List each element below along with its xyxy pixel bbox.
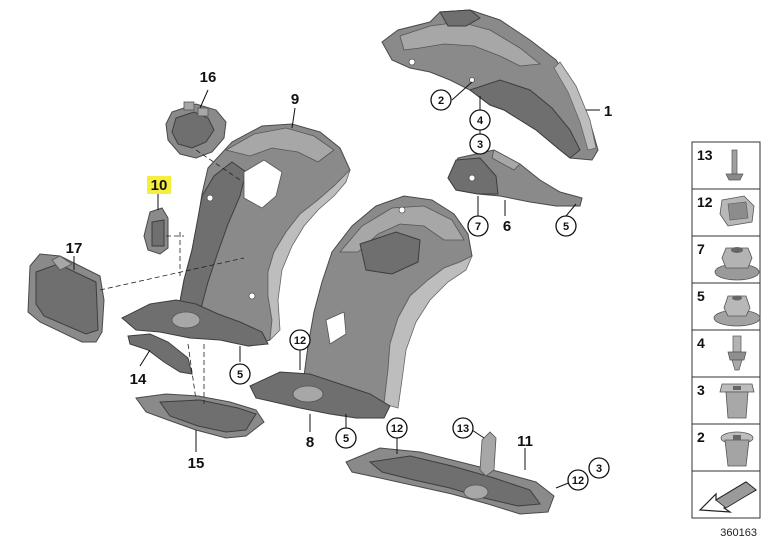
callout-circle-13 bbox=[452, 417, 474, 439]
callout-circle-3b bbox=[588, 457, 610, 479]
callout-15: 15 bbox=[188, 455, 205, 472]
arrow-orientation-icon bbox=[698, 481, 758, 513]
callout-11: 11 bbox=[517, 433, 533, 450]
part-8-wheel-arch-liner bbox=[249, 195, 473, 419]
callout-10: 10 bbox=[151, 177, 168, 194]
callout-3a: 3 bbox=[477, 139, 483, 151]
callout-13: 13 bbox=[457, 423, 469, 435]
part-17-cover-panel bbox=[27, 253, 105, 343]
diagram-reference-number: 360163 bbox=[720, 527, 757, 539]
part-9-wheel-arch-liner bbox=[121, 123, 351, 347]
legend-cell-13 bbox=[691, 141, 761, 190]
callout-circle-5b bbox=[555, 215, 577, 237]
round-grommet-icon bbox=[720, 431, 754, 467]
callout-5b: 5 bbox=[563, 221, 569, 233]
highlight-box bbox=[147, 176, 171, 194]
callout-7: 7 bbox=[475, 221, 481, 233]
callout-circle-3a bbox=[469, 133, 491, 155]
part-10-bracket bbox=[143, 207, 169, 255]
callout-12a: 12 bbox=[294, 335, 306, 347]
callout-17: 17 bbox=[66, 240, 83, 257]
callout-1: 1 bbox=[604, 103, 612, 120]
part-1-wheel-arch-liner bbox=[381, 9, 599, 161]
callout-6: 6 bbox=[503, 218, 511, 235]
callout-8: 8 bbox=[306, 434, 314, 451]
callout-circle-2 bbox=[430, 89, 452, 111]
part-14-strip bbox=[127, 333, 193, 375]
callout-3b: 3 bbox=[596, 463, 602, 475]
callout-12b: 12 bbox=[391, 423, 403, 435]
legend-label-13: 13 bbox=[697, 147, 713, 163]
callout-9: 9 bbox=[291, 91, 299, 108]
square-grommet-icon bbox=[719, 383, 755, 419]
callout-circle-12a bbox=[289, 329, 311, 351]
part-16-vent-grille bbox=[165, 101, 227, 159]
legend-cell-4 bbox=[691, 329, 761, 378]
callout-2: 2 bbox=[438, 95, 444, 107]
callout-4: 4 bbox=[477, 115, 484, 127]
callout-5a: 5 bbox=[237, 369, 243, 381]
callout-circle-12c bbox=[567, 469, 589, 491]
legend-label-7: 7 bbox=[697, 241, 705, 257]
callout-5c: 5 bbox=[343, 433, 349, 445]
callout-circle-5c bbox=[335, 427, 357, 449]
legend-label-5: 5 bbox=[697, 288, 705, 304]
legend-label-2: 2 bbox=[697, 429, 705, 445]
callout-14: 14 bbox=[130, 371, 147, 388]
expansion-rivet-icon bbox=[727, 335, 747, 371]
callout-circle-4 bbox=[469, 109, 491, 131]
legend-label-4: 4 bbox=[697, 335, 705, 351]
fastener-legend: 13 12 7 5 4 3 2 bbox=[691, 141, 761, 539]
legend-label-12: 12 bbox=[697, 194, 713, 210]
callouts: 16 9 10 17 14 15 5 2 4 3 1 7 6 5 12 8 5 … bbox=[66, 69, 612, 491]
leader-lines bbox=[73, 81, 600, 489]
part-6-bracket bbox=[447, 149, 583, 207]
part-11-lower-panel bbox=[345, 431, 555, 515]
callout-16: 16 bbox=[200, 69, 217, 86]
flange-nut-icon bbox=[713, 295, 761, 327]
callout-circle-12b bbox=[386, 417, 408, 439]
alignment-lines bbox=[99, 149, 245, 404]
hex-nut-icon bbox=[714, 247, 760, 281]
screw-icon bbox=[725, 149, 744, 181]
callout-12c: 12 bbox=[572, 475, 584, 487]
clip-icon bbox=[719, 195, 755, 227]
part-15-underbody-panel bbox=[135, 393, 265, 439]
callout-circle-5a bbox=[229, 363, 251, 385]
callout-circle-7 bbox=[467, 215, 489, 237]
legend-label-3: 3 bbox=[697, 382, 705, 398]
